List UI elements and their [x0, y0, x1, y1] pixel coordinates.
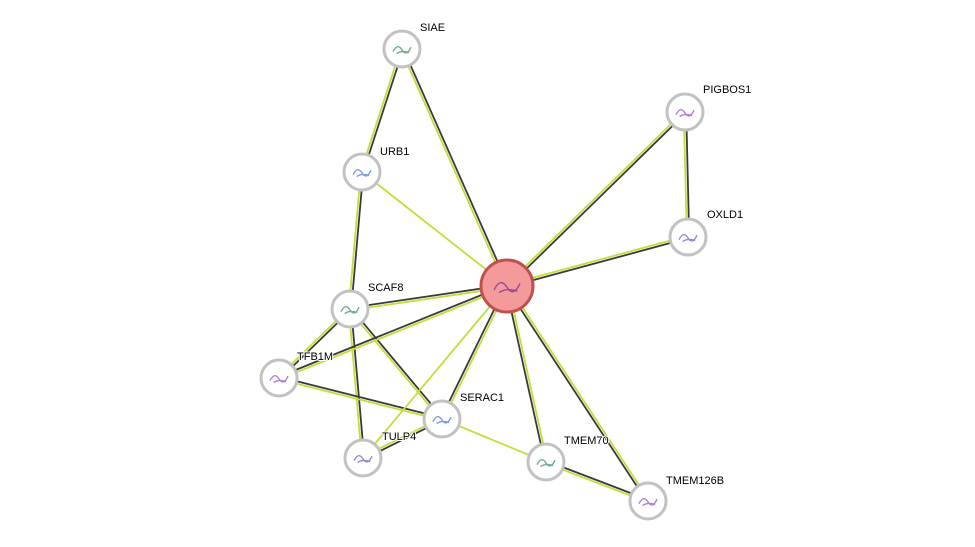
node-label: SERAC1: [460, 392, 504, 404]
protein-structure-icon: [536, 459, 556, 468]
node-tmem70[interactable]: TMEM70: [526, 434, 610, 482]
edge-line-coexpression: [350, 307, 444, 419]
edge-line-coexpression: [685, 111, 691, 237]
node-siae[interactable]: SIAE: [382, 21, 446, 69]
edge-line-textmining: [348, 309, 442, 421]
node-tfb1m[interactable]: TFB1M: [259, 350, 334, 398]
node-tmem126b[interactable]: TMEM126B: [628, 474, 725, 521]
edge-line-coexpression: [504, 286, 546, 463]
edge-tmem126b-tmem242[interactable]: [505, 284, 650, 503]
protein-structure-icon: [678, 234, 698, 243]
edge-line-coexpression: [402, 48, 509, 286]
edge-tmem70-tmem242[interactable]: [504, 285, 549, 463]
edge-line-coexpression: [278, 284, 507, 378]
edge-line-textmining: [347, 171, 362, 309]
protein-structure-icon: [352, 169, 372, 178]
edge-urb1-scaf8[interactable]: [347, 171, 365, 310]
protein-structure-icon: [269, 375, 289, 384]
edge-pigbos1-tmem242[interactable]: [505, 110, 687, 288]
edge-line-coexpression: [505, 286, 648, 503]
edge-line-coexpression: [507, 237, 689, 289]
edge-line-textmining: [507, 285, 549, 462]
edge-line-coexpression: [350, 172, 365, 310]
edge-pigbos1-oxld1[interactable]: [682, 111, 691, 238]
edge-line-textmining: [682, 112, 688, 238]
edge-line-textmining: [400, 49, 507, 287]
node-tmem242[interactable]: TMEM242: [27, 0, 535, 314]
edge-line-textmining: [506, 234, 688, 286]
node-label: URB1: [380, 146, 409, 158]
edge-line-textmining: [347, 309, 363, 459]
edge-siae-tmem242[interactable]: [400, 48, 509, 287]
node-label: SCAF8: [368, 282, 403, 294]
edge-line-coexpression: [362, 49, 404, 173]
edge-scaf8-tulp4[interactable]: [347, 308, 366, 459]
node-label: TULP4: [382, 431, 416, 443]
edge-line-textmining: [279, 286, 508, 380]
node-serac1[interactable]: SERAC1: [422, 391, 505, 439]
edge-line-textmining: [505, 110, 685, 286]
edge-line-textmining: [361, 171, 508, 287]
node-scaf8[interactable]: SCAF8: [330, 281, 404, 329]
protein-structure-icon: [353, 455, 373, 464]
protein-structure-icon: [340, 306, 360, 315]
node-label: OXLD1: [707, 209, 743, 221]
node-label: PIGBOS1: [703, 84, 751, 96]
node-pigbos1[interactable]: PIGBOS1: [665, 83, 752, 132]
node-tulp4[interactable]: TULP4: [343, 430, 417, 478]
protein-structure-icon: [675, 109, 695, 118]
edge-line-textmining: [360, 48, 402, 172]
edge-tfb1m-tmem242[interactable]: [278, 284, 508, 380]
edge-oxld1-tmem242[interactable]: [506, 234, 689, 289]
edge-tulp4-tmem242[interactable]: [362, 285, 508, 459]
edge-siae-urb1[interactable]: [360, 48, 404, 173]
edge-line-textmining: [278, 378, 442, 422]
node-circle[interactable]: [479, 258, 535, 314]
edge-tfb1m-serac1[interactable]: [278, 375, 443, 422]
edge-line-textmining: [362, 285, 508, 459]
protein-structure-icon: [638, 498, 658, 507]
node-label: TMEM70: [564, 435, 609, 447]
protein-structure-icon: [392, 46, 412, 55]
edge-line-textmining: [507, 284, 650, 501]
protein-structure-icon: [493, 282, 521, 294]
protein-structure-icon: [432, 416, 452, 425]
edge-line-coexpression: [507, 112, 687, 288]
edge-urb1-tmem242[interactable]: [361, 171, 508, 287]
node-oxld1[interactable]: OXLD1: [668, 208, 744, 257]
edge-line-coexpression: [279, 375, 443, 419]
node-label: SIAE: [420, 22, 445, 34]
node-urb1[interactable]: URB1: [342, 145, 410, 192]
node-label: TFB1M: [297, 351, 333, 363]
edge-line-coexpression: [350, 308, 366, 458]
node-label: TMEM126B: [666, 475, 724, 487]
edge-scaf8-serac1[interactable]: [348, 307, 444, 421]
